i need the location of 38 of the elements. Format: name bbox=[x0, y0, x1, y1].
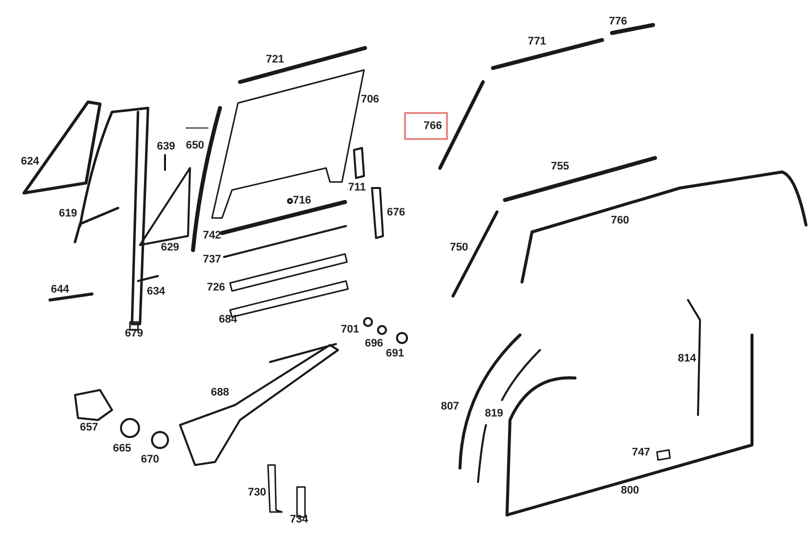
callout-number: 665 bbox=[112, 444, 132, 454]
callout-number: 706 bbox=[360, 94, 380, 106]
callout-number: 634 bbox=[146, 286, 166, 298]
callout-number: 688 bbox=[210, 388, 230, 398]
callout-number: 624 bbox=[20, 156, 40, 168]
callout-number: 639 bbox=[156, 142, 176, 152]
callout-number: 691 bbox=[386, 348, 404, 360]
callout-number: 750 bbox=[450, 242, 468, 254]
callout-number: 684 bbox=[218, 314, 238, 326]
callout-number: 819 bbox=[484, 408, 504, 420]
callout-number: 650 bbox=[186, 140, 204, 152]
highlight-box bbox=[404, 112, 448, 140]
callout-number: 696 bbox=[364, 338, 384, 350]
callout-number: 716 bbox=[292, 196, 312, 206]
callout-number: 771 bbox=[528, 36, 546, 48]
callout-number: 800 bbox=[620, 486, 640, 496]
callout-number: 734 bbox=[290, 514, 308, 526]
callout-number: 670 bbox=[140, 454, 160, 466]
callout-number: 747 bbox=[632, 448, 650, 458]
callout-number: 755 bbox=[550, 162, 570, 172]
callout-number: 701 bbox=[340, 324, 360, 336]
callout-number: 730 bbox=[248, 488, 266, 498]
callout-number: 679 bbox=[124, 328, 144, 340]
callout-number: 737 bbox=[202, 254, 222, 266]
callout-number: 721 bbox=[266, 54, 284, 66]
callout-number: 676 bbox=[386, 208, 406, 218]
callout-number: 766 bbox=[424, 118, 442, 134]
callout-number: 742 bbox=[202, 230, 222, 242]
callout-number: 776 bbox=[608, 16, 628, 28]
callout-number: 807 bbox=[440, 402, 460, 412]
callout-number: 760 bbox=[610, 216, 630, 226]
callout-number: 629 bbox=[160, 242, 180, 254]
callout-number: 657 bbox=[80, 422, 98, 434]
callout-number: 644 bbox=[50, 284, 70, 296]
callout-number: 619 bbox=[58, 208, 78, 220]
callout-number: 814 bbox=[678, 354, 696, 364]
callout-number: 726 bbox=[206, 282, 226, 294]
callout-number: 711 bbox=[348, 182, 366, 194]
